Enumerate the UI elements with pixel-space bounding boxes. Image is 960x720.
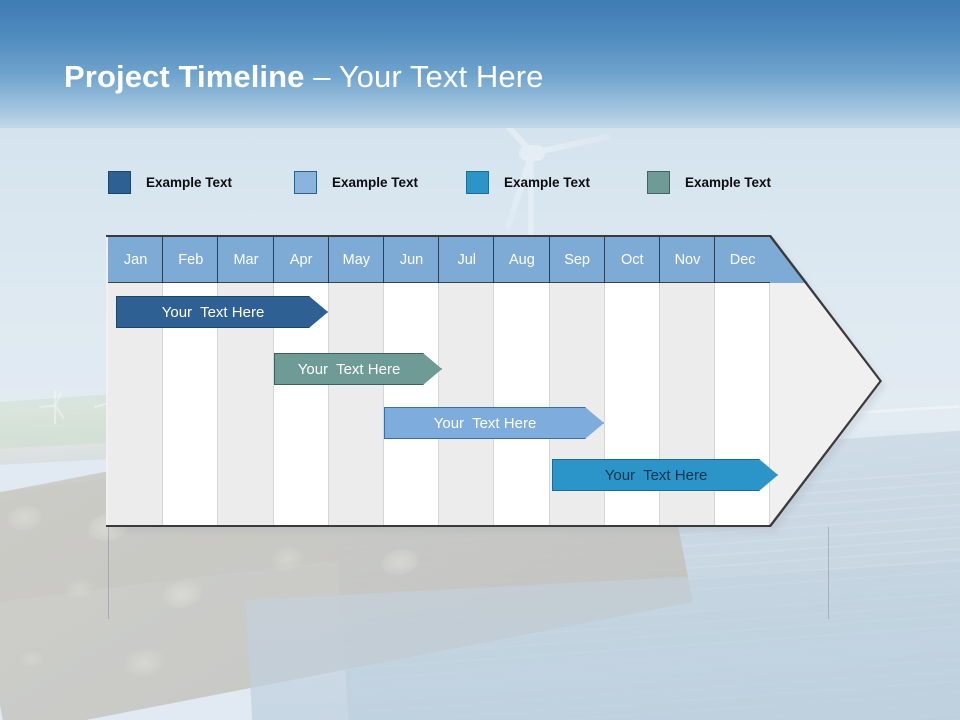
legend-label-2: Example Text [332,174,419,190]
legend-item-3[interactable]: Example Text [466,166,590,198]
month-header-fill [108,237,808,283]
column-divider [438,261,440,525]
month-column-aug [494,237,550,525]
month-header-sep[interactable]: Sep [550,237,605,283]
column-divider [382,261,384,525]
month-header-dec[interactable]: Dec [729,252,756,268]
task-bar-3[interactable]: Your Text Here [384,407,604,439]
month-header-jul[interactable]: Jul [439,237,495,283]
column-divider [327,261,329,525]
page-title-strong: Project Timeline [64,59,305,94]
task-bar-4[interactable]: Your Text Here [552,459,778,491]
column-divider [658,261,660,525]
guide-line-right [828,527,829,619]
column-divider [493,261,495,525]
month-header-aug[interactable]: Aug [494,237,550,283]
header-underline [108,282,770,283]
legend-item-1[interactable]: Example Text [108,166,232,198]
task-bar-label-1: Your Text Here [161,303,265,321]
column-divider [217,261,219,525]
legend-label-4: Example Text [685,174,772,190]
month-header-nov[interactable]: Nov [660,237,716,283]
task-bar-label-3: Your Text Here [433,414,537,432]
legend-swatch-3 [466,170,489,194]
month-header-jun[interactable]: Jun [384,237,440,283]
column-divider [162,261,164,525]
month-header-may[interactable]: May [329,237,385,283]
month-header-feb[interactable]: Feb [163,237,219,283]
task-bar-label-2: Your Text Here [297,360,401,378]
legend-item-2[interactable]: Example Text [294,166,418,198]
legend: Example Text Example Text Example Text Exam… [108,166,808,198]
month-column-jan [108,237,164,525]
column-divider [548,261,550,525]
column-divider [714,261,716,525]
month-column-mar [218,237,274,525]
wind-turbine-icon [39,390,65,424]
task-bar-1[interactable]: Your Text Here [116,296,328,328]
month-header-jan[interactable]: Jan [108,237,164,283]
legend-label-1: Example Text [146,174,233,190]
legend-swatch-2 [294,170,317,194]
column-divider [769,261,771,525]
legend-swatch-4 [647,170,670,194]
task-bar-label-4: Your Text Here [604,466,708,484]
column-divider [272,261,274,525]
legend-item-4[interactable]: Example Text [647,166,771,198]
page-title-light: – Your Text Here [304,59,544,94]
wind-turbine-large-icon [455,91,611,236]
legend-label-3: Example Text [504,174,591,190]
month-column-feb [163,237,219,525]
column-divider [603,261,605,525]
month-header-mar[interactable]: Mar [218,237,274,283]
guide-line-left [108,527,109,619]
month-header-oct[interactable]: Oct [605,237,661,283]
month-column-jul [439,237,495,525]
legend-swatch-1 [108,170,131,194]
header-band [0,0,960,128]
task-bar-2[interactable]: Your Text Here [274,353,442,385]
page-title: Project Timeline – Your Text Here [64,59,543,95]
month-header-apr[interactable]: Apr [274,237,329,283]
